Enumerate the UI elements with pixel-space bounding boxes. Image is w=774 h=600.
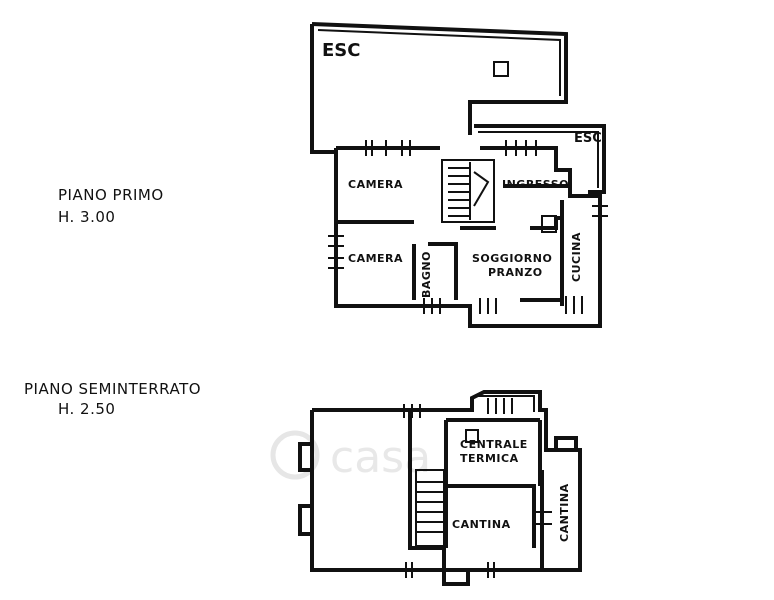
room-cucina: CUCINA: [570, 232, 583, 282]
watermark: casa: [270, 430, 431, 483]
boiler: [465, 429, 479, 443]
window-basement-bottom-2: [487, 562, 495, 578]
terrace-wall: [310, 22, 568, 154]
window-left: [328, 235, 344, 269]
window-top-right: [505, 140, 537, 156]
wall-centrale: [446, 484, 536, 548]
window-well-2: [298, 504, 312, 536]
window-bottom-middle: [479, 298, 497, 314]
wall-basement-stair: [408, 412, 446, 572]
watermark-text: casa: [330, 432, 431, 483]
wall-kitchen-block: [530, 216, 562, 230]
floor-title-primo: PIANO PRIMO: [58, 186, 164, 204]
room-termica: TERMICA: [460, 452, 519, 465]
room-ingresso: INGRESSO: [502, 178, 569, 191]
room-pranzo: PRANZO: [488, 266, 543, 279]
window-top-left: [365, 140, 411, 156]
main-outer-wall: [334, 146, 602, 328]
window-basement-bottom-1: [405, 562, 413, 578]
stairs-primo: [441, 159, 495, 223]
room-esc-top: ESC: [322, 40, 360, 61]
window-well-4: [442, 570, 470, 586]
door-centrale: [536, 511, 552, 525]
window-right: [592, 205, 608, 217]
stairs-basement: [415, 469, 445, 547]
piano-primo-plan: ESC ESC CAMERA INGRESSO CAMERA BAGNO SOG…: [310, 22, 608, 328]
chimney: [541, 215, 557, 233]
terrace-right-wall: [474, 124, 606, 194]
room-cantina-2: CANTINA: [558, 483, 571, 542]
window-bottom-left: [423, 298, 441, 314]
piano-seminterrato-plan: CENTRALE TERMICA CANTINA CANTINA: [298, 390, 582, 586]
floor-height-seminterrato: H. 2.50: [58, 400, 115, 418]
skylight: [493, 61, 509, 77]
room-esc-right: ESC: [574, 131, 602, 146]
room-cantina-1: CANTINA: [452, 518, 511, 531]
window-bottom-right: [565, 296, 583, 314]
floor-height-primo: H. 3.00: [58, 208, 115, 226]
room-centrale: CENTRALE: [460, 438, 528, 451]
room-bagno: BAGNO: [420, 251, 433, 298]
floor-title-seminterrato: PIANO SEMINTERRATO: [24, 380, 201, 398]
window-well-3: [554, 436, 578, 450]
room-soggiorno: SOGGIORNO: [472, 252, 552, 265]
window-well-1: [298, 442, 312, 472]
wall-bagno: [428, 242, 458, 300]
basement-outer-wall: [310, 390, 582, 572]
room-camera-1: CAMERA: [348, 178, 403, 191]
wall-cucina: [520, 200, 564, 306]
room-camera-2: CAMERA: [348, 252, 403, 265]
entry-hatch: [487, 398, 513, 414]
